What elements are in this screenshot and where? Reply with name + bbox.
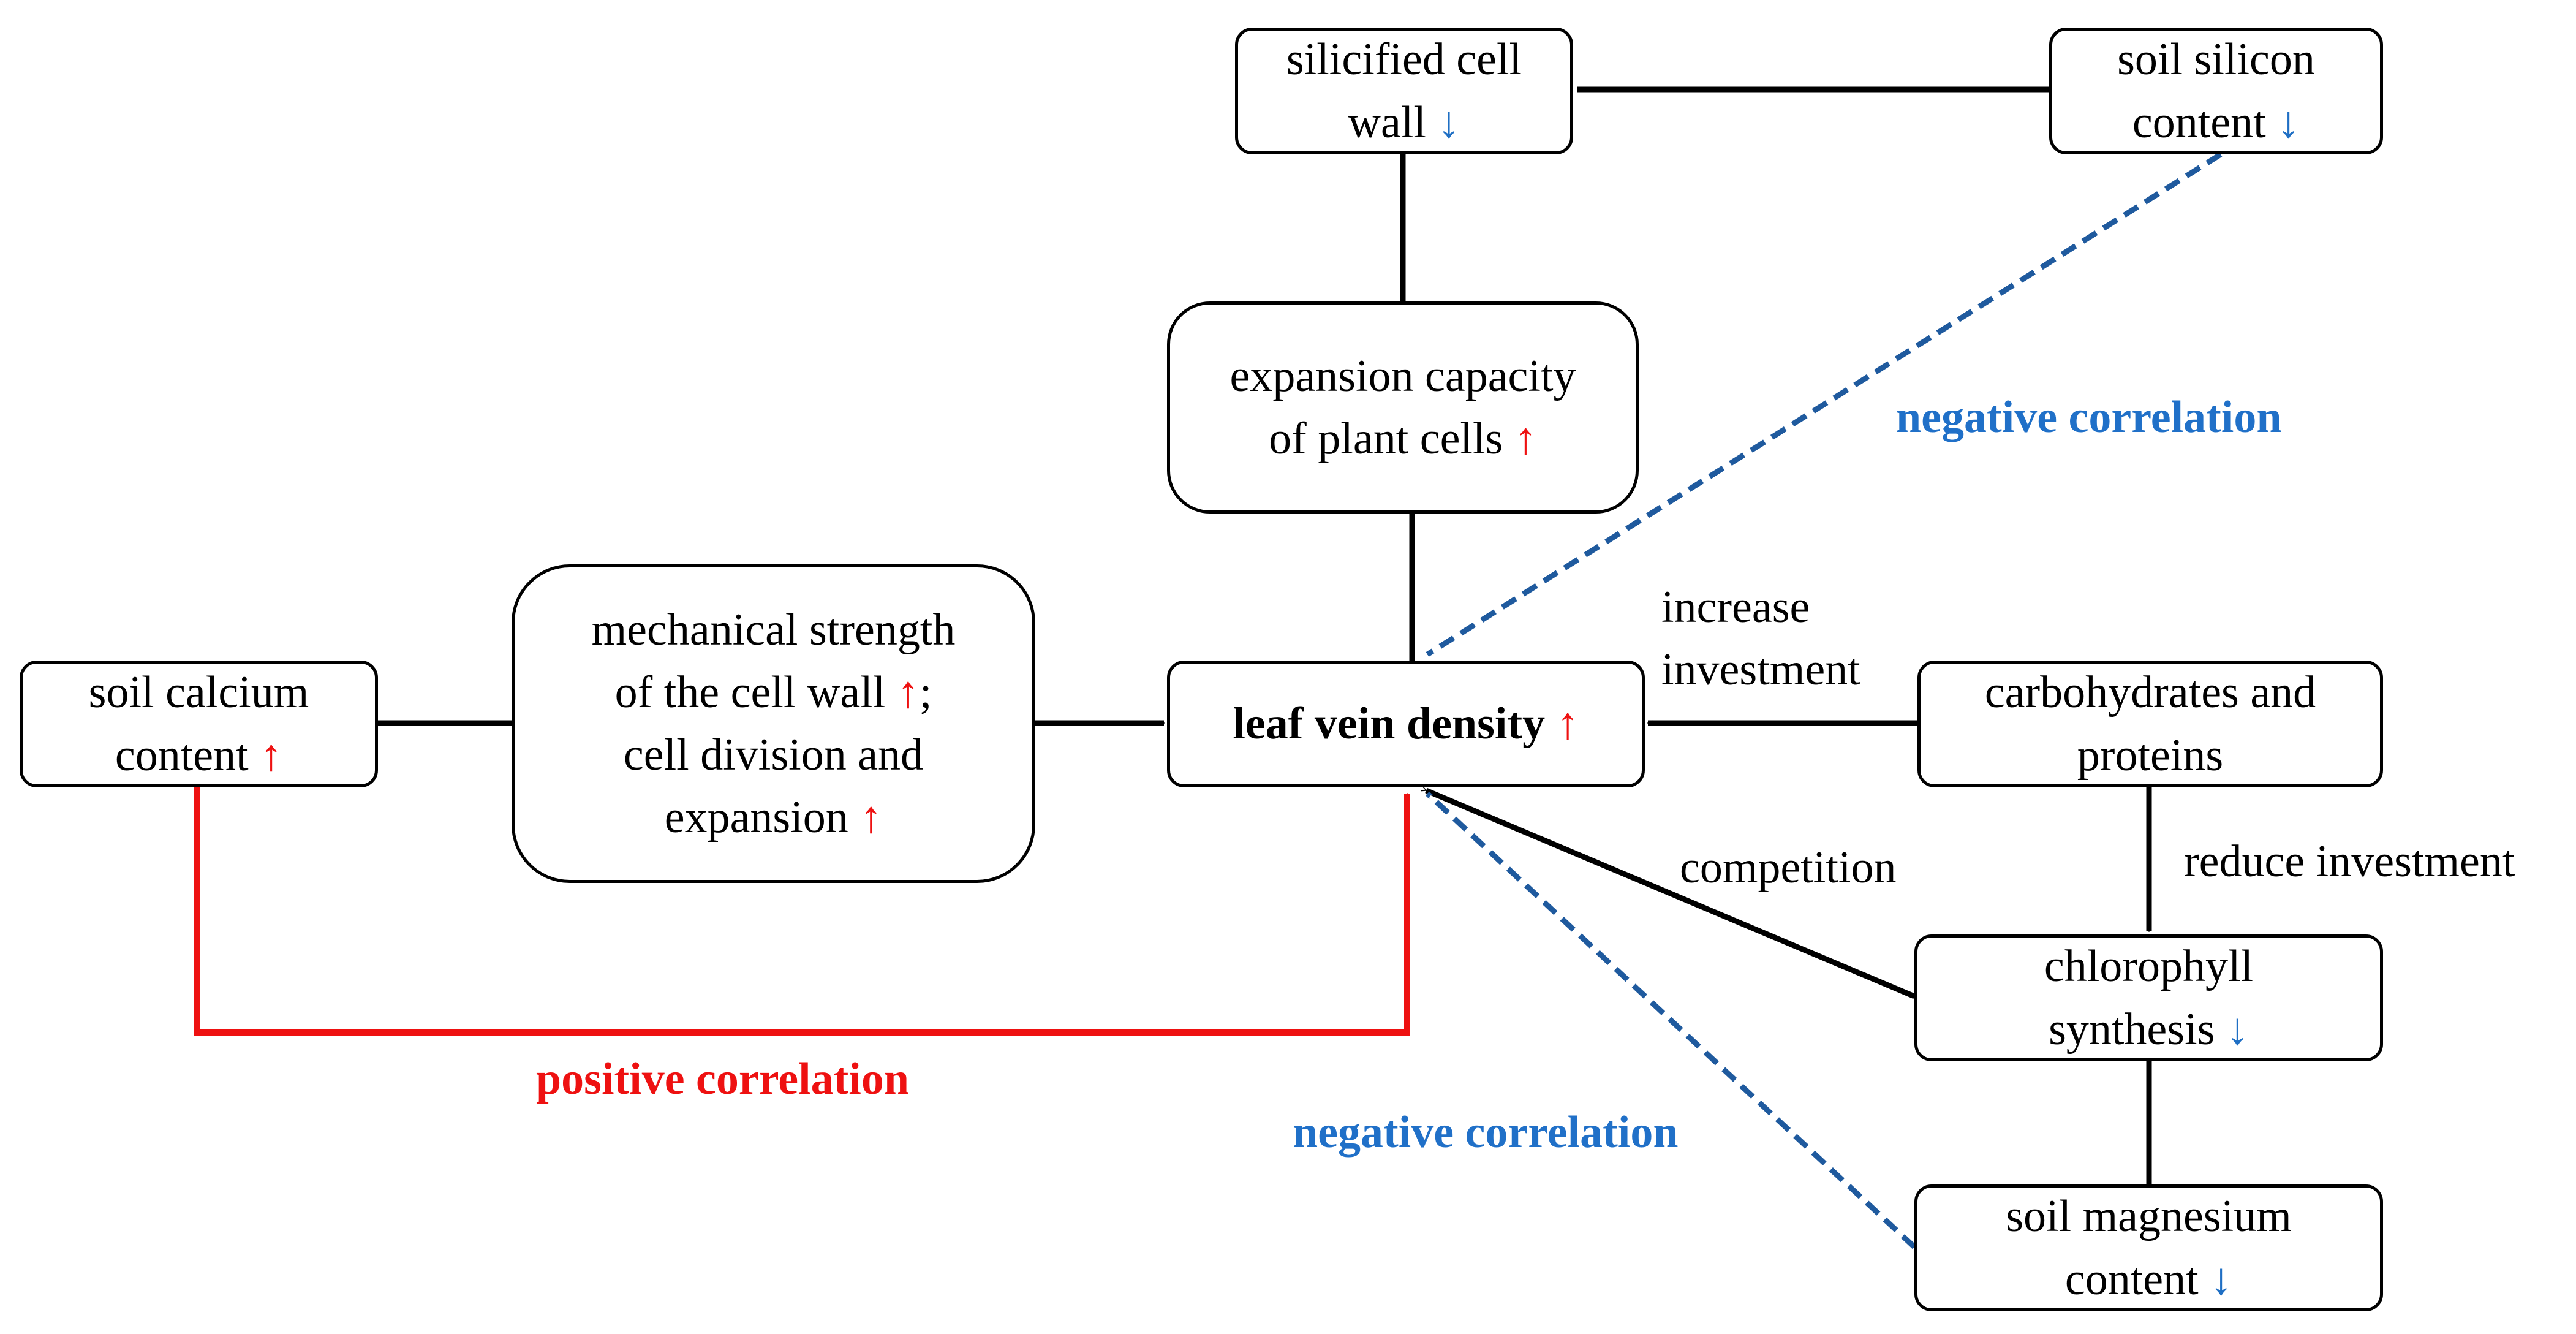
soil-silicon-line-1: soil silicon (2117, 34, 2315, 85)
label-investment: investment (1661, 645, 1860, 695)
label-negative-correlation-top: negative correlation (1896, 392, 2282, 442)
up-arrow-icon: ↑ (260, 730, 283, 781)
node-leaf-vein-density: leaf vein density ↑ (1167, 661, 1645, 787)
up-arrow-icon: ↑ (896, 667, 920, 718)
edge-competition (1426, 790, 1916, 999)
mechanical-line-4: expansion (664, 792, 848, 843)
soil-silicon-line-2: content (2132, 97, 2266, 148)
up-arrow-icon: ↑ (859, 792, 883, 843)
up-arrow-icon: ↑ (1556, 699, 1579, 749)
expansion-line-1: expansion capacity (1229, 351, 1576, 401)
label-reduce-investment: reduce investment (2184, 836, 2515, 887)
chlorophyll-line-2: synthesis (2049, 1004, 2215, 1055)
mechanical-line-3: cell division and (623, 730, 924, 780)
mechanical-separator: ; (919, 667, 932, 718)
carbohydrates-line-1: carbohydrates and (1984, 667, 2316, 718)
leaf-vein-line-1: leaf vein density (1233, 699, 1546, 749)
node-carbohydrates-proteins: carbohydrates and proteins (1917, 661, 2383, 787)
silicified-line-1: silicified cell (1286, 34, 1522, 85)
label-competition: competition (1680, 843, 1897, 893)
label-increase: increase (1661, 582, 1810, 632)
chlorophyll-line-1: chlorophyll (2044, 941, 2254, 992)
edge-positive-calcium (194, 787, 1410, 1036)
node-soil-magnesium-content: soil magnesium content ↓ (1914, 1184, 2383, 1311)
soil-magnesium-line-1: soil magnesium (2006, 1191, 2292, 1242)
down-arrow-icon: ↓ (2226, 1004, 2249, 1055)
down-arrow-icon: ↓ (1437, 97, 1460, 148)
soil-calcium-line-2: content (115, 730, 249, 781)
mechanical-line-1: mechanical strength (591, 604, 956, 655)
label-positive-correlation: positive correlation (536, 1054, 910, 1104)
node-silicified-cell-wall: silicified cell wall ↓ (1235, 28, 1573, 154)
node-mechanical-strength: mechanical strength of the cell wall ↑; … (512, 564, 1035, 883)
node-soil-calcium-content: soil calcium content ↑ (20, 661, 378, 787)
down-arrow-icon: ↓ (2277, 97, 2300, 148)
down-arrow-icon: ↓ (2210, 1254, 2233, 1305)
silicified-line-2: wall (1348, 97, 1426, 148)
label-negative-correlation-bottom: negative correlation (1293, 1107, 1679, 1158)
edge-negative-magnesium (1425, 791, 1917, 1249)
soil-magnesium-line-2: content (2064, 1254, 2199, 1305)
expansion-line-2: of plant cells (1269, 414, 1503, 464)
soil-calcium-line-1: soil calcium (88, 667, 309, 718)
edge-negative-silicon (1426, 152, 2223, 657)
node-expansion-capacity: expansion capacity of plant cells ↑ (1167, 301, 1639, 514)
node-soil-silicon-content: soil silicon content ↓ (2049, 28, 2383, 154)
mechanical-line-2: of the cell wall (614, 667, 886, 718)
up-arrow-icon: ↑ (1514, 414, 1537, 464)
carbohydrates-line-2: proteins (2077, 730, 2224, 781)
node-chlorophyll-synthesis: chlorophyll synthesis ↓ (1914, 934, 2383, 1061)
